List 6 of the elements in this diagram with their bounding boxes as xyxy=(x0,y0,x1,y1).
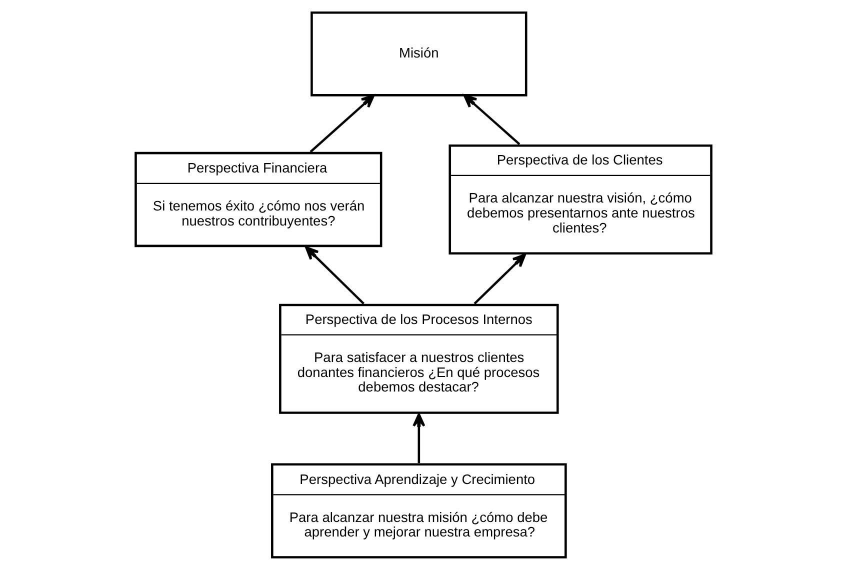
arrow xyxy=(473,254,526,304)
arrow xyxy=(304,246,364,304)
node-box: Misión xyxy=(310,11,527,96)
arrow xyxy=(412,413,425,464)
arrow xyxy=(462,94,520,146)
arrow xyxy=(309,94,374,153)
